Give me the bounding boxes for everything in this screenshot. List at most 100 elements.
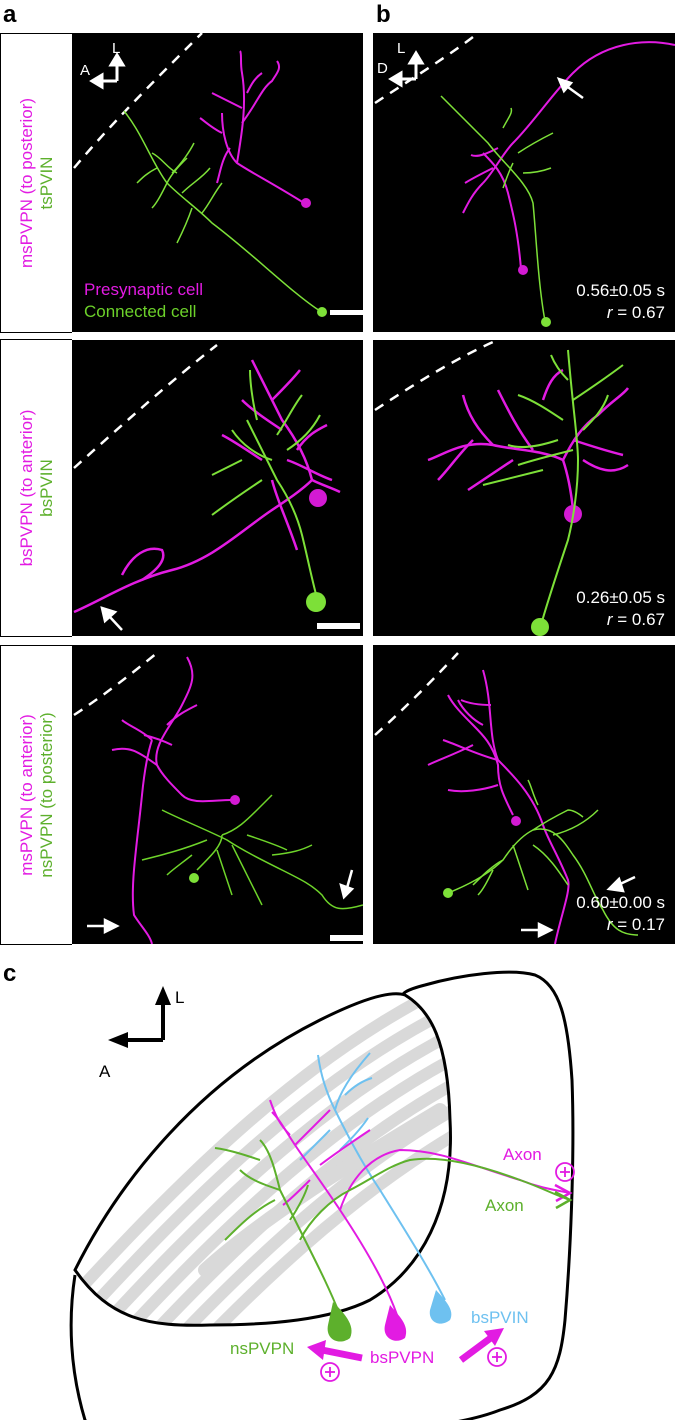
stat-correlation: r = 0.67 [576,609,665,631]
outer-boundary [69,970,575,1425]
scale-bar [330,935,363,941]
presynaptic-soma [511,816,521,826]
connected-soma [531,618,549,636]
plus-circle-icon [320,1362,340,1382]
row-label-3: msPVPN (to anterior) nsPVPN (to posterio… [0,645,72,945]
arrow-icon [339,869,355,900]
boundary-dashed-line [374,340,494,412]
boundary-dashed-line [374,33,479,105]
bspvpn-neuron [269,1099,571,1316]
inner-boundary [73,992,452,1327]
stat-correlation: r = 0.67 [576,302,665,324]
axon-arrow-magenta [554,1183,573,1203]
r-value: = 0.67 [612,303,665,322]
r-symbol: r [606,915,613,934]
panel-b-row1-image: L D 0.56±0.05 s r = 0.67 [373,33,675,332]
connected-neuron [141,794,363,910]
r-value: = 0.17 [612,915,665,934]
nspvpn-soma [327,1302,352,1342]
panel-b-row3-image: 0.60±0.00 s r = 0.17 [373,645,675,944]
r-symbol: r [606,303,613,322]
stat-box: 0.60±0.00 s r = 0.17 [576,892,665,936]
presynaptic-neuron [427,669,570,944]
scale-bar [317,623,360,629]
row-label-text: msPVPN (to anterior) nsPVPN (to posterio… [17,712,57,877]
axis-label-A: A [99,1062,111,1081]
stat-latency: 0.56±0.05 s [576,281,665,300]
stat-latency: 0.60±0.00 s [576,893,665,912]
panel-a-row3-image [72,645,363,944]
presynaptic-neuron [111,656,233,944]
scale-bar [330,310,363,315]
connected-soma [189,873,199,883]
svg-text:D: D [377,60,388,77]
svg-text:L: L [397,40,405,57]
legend-presynaptic: Presynaptic cell [84,280,204,299]
presynaptic-soma [301,198,311,208]
row-label-1: msPVPN (to posterior) tsPVIN [0,33,72,333]
r-symbol: r [606,610,613,629]
boundary-dashed-line [73,344,218,469]
bspvpn-arrow-left [307,1340,363,1362]
boundary-dashed-line [374,652,459,736]
panel-a-row2-image [72,340,363,636]
panel-letter-c: c [3,960,17,987]
presynaptic-neuron [73,359,341,614]
row-label-text: msPVPN (to posterior) tsPVIN [17,98,57,268]
legend-connected: Connected cell [84,302,197,321]
presynaptic-label: msPVPN (to posterior) [16,97,36,269]
panel-a-row1-image: L A Presynaptic cell Connected cell [72,33,363,332]
svg-text:L: L [112,40,120,57]
r-value: = 0.67 [612,610,665,629]
row-label-2: bsPVPN (to anterior) bsPVIN [0,339,72,637]
axon-arrow-green [554,1190,573,1210]
arrow-icon [87,917,120,935]
row-label-text: bsPVPN (to anterior) bsPVIN [17,410,57,567]
boundary-dashed-line [73,652,158,717]
connected-neuron [447,779,639,936]
panel-letter-b: b [376,1,391,28]
panel-letter-a: a [3,1,17,28]
presynaptic-label: msPVPN (to anterior) [16,714,36,876]
presynaptic-soma [518,265,528,275]
axis-label-L: L [175,988,184,1007]
arrow-icon [556,76,584,100]
connected-label: bsPVIN [36,459,56,517]
presynaptic-neuron [199,50,305,204]
bspvin-soma [429,1290,452,1324]
label-bspvin: bsPVIN [471,1308,529,1327]
connected-soma [317,307,327,317]
presynaptic-soma [309,489,327,507]
connected-soma [306,592,326,612]
connected-label: tsPVIN [36,156,56,210]
axes-icon [388,50,425,88]
connected-neuron [123,110,321,312]
connected-soma [541,317,551,327]
legend: Presynaptic cell Connected cell [84,279,203,323]
presynaptic-soma [230,795,240,805]
panel-b-row2-image: 0.26±0.05 s r = 0.67 [373,340,675,636]
arrow-icon [521,921,554,939]
arrow-icon [606,875,636,893]
stat-box: 0.26±0.05 s r = 0.67 [576,587,665,631]
presynaptic-neuron [427,368,630,511]
boundary-dashed-line [73,33,203,169]
bspvpn-soma [384,1305,407,1341]
svg-text:A: A [80,62,90,79]
connected-soma [443,888,453,898]
stat-correlation: r = 0.17 [576,914,665,936]
connected-label: nsPVPN (to posterior) [36,712,56,878]
panel-c-diagram: L A [0,950,675,1425]
stat-box: 0.56±0.05 s r = 0.67 [576,280,665,324]
connected-neuron [440,95,554,322]
connected-neuron [211,369,321,599]
label-axon-green: Axon [485,1196,524,1215]
plus-circle-icon [555,1162,575,1182]
axes-icon [89,52,126,90]
arrow-icon [100,606,123,631]
bspvpn-arrow-right [458,1328,504,1363]
stat-latency: 0.26±0.05 s [576,588,665,607]
label-nspvpn: nsPVPN [230,1339,295,1358]
plus-circle-icon [487,1347,507,1367]
label-axon-magenta: Axon [503,1145,542,1164]
